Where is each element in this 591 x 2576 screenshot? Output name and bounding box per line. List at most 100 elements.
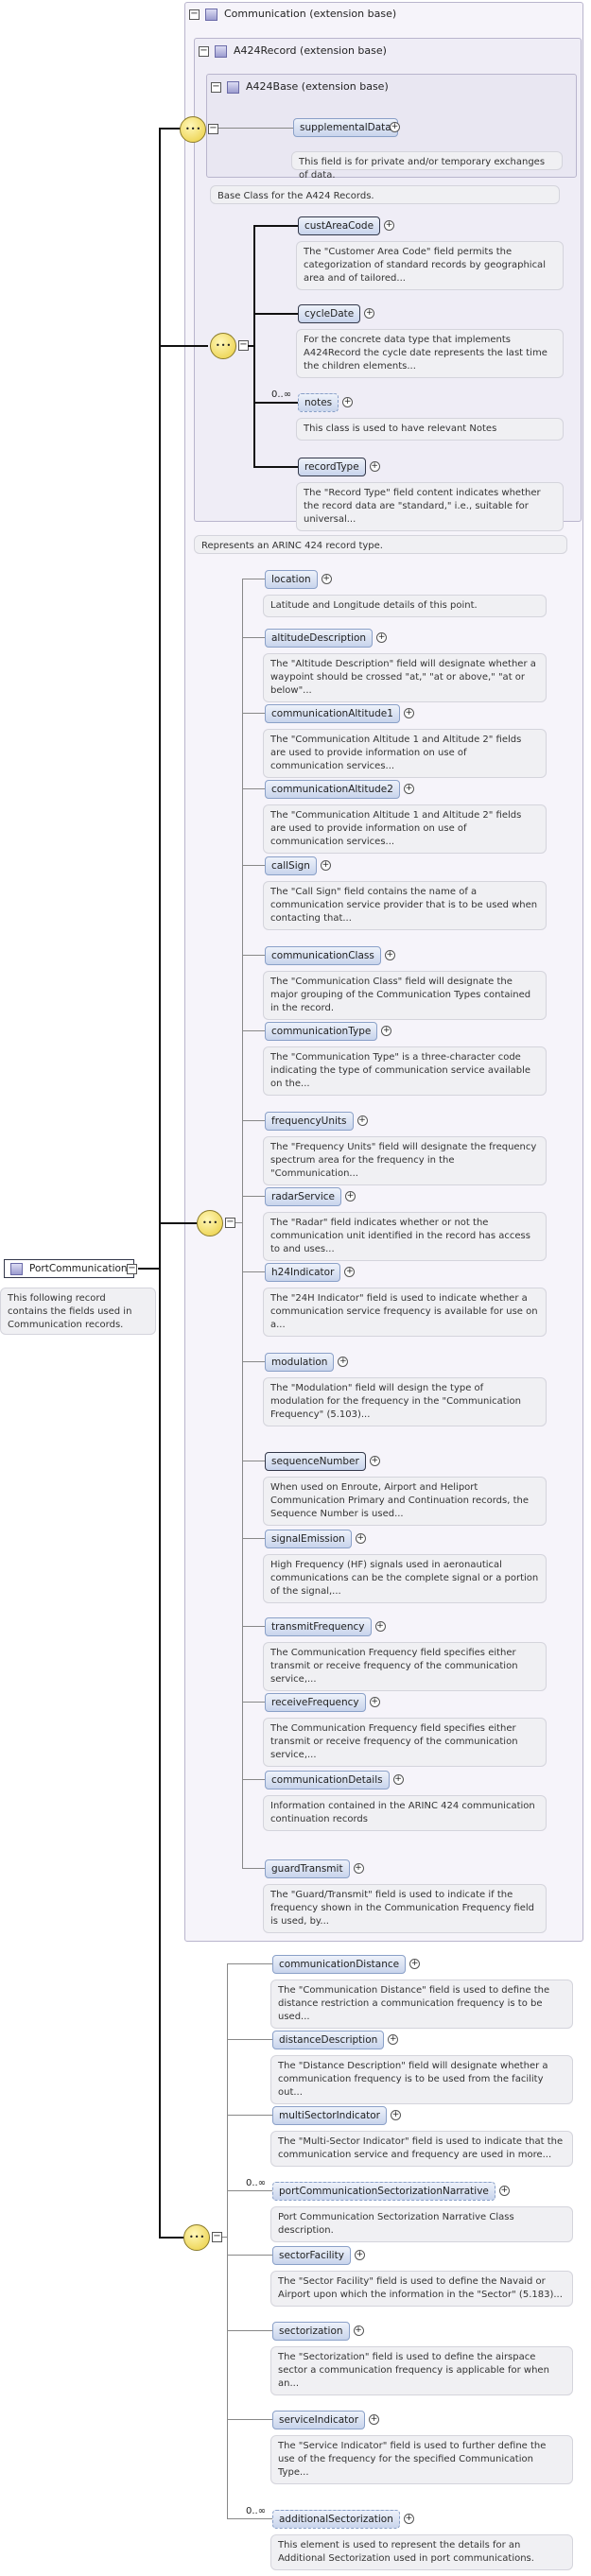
port-communication-element[interactable]: PortCommunication	[4, 1259, 134, 1278]
connector-line	[159, 1222, 197, 1224]
element-communicationClass[interactable]: communicationClass	[265, 946, 381, 965]
element-doc: This class is used to have relevant Note…	[296, 418, 564, 441]
connector-line	[242, 1538, 265, 1539]
element-doc: The "Record Type" field content indicate…	[296, 482, 564, 531]
element-doc: For the concrete data type that implemen…	[296, 329, 564, 378]
occurrence-label: 0..∞	[271, 389, 292, 400]
expand-icon[interactable]: +	[353, 2325, 364, 2336]
expand-icon[interactable]: +	[384, 950, 395, 960]
element-sequenceNumber[interactable]: sequenceNumber	[265, 1452, 366, 1471]
communication-ext-header[interactable]: −Communication (extension base)	[189, 5, 396, 24]
element-receiveFrequency[interactable]: receiveFrequency	[265, 1693, 366, 1712]
element-communicationDetails[interactable]: communicationDetails	[265, 1771, 390, 1789]
expand-icon[interactable]: +	[498, 2186, 510, 2196]
expand-icon[interactable]: +	[338, 1357, 349, 1367]
element-multiSectorIndicator[interactable]: multiSectorIndicator	[272, 2106, 387, 2125]
root-collapse-button[interactable]: −	[127, 1263, 137, 1274]
element-location[interactable]: location	[265, 570, 318, 589]
connector-line	[227, 2039, 272, 2040]
sequence-collapse-button[interactable]: −	[212, 2231, 222, 2242]
expand-icon[interactable]: +	[403, 784, 414, 794]
expand-icon[interactable]: +	[356, 1115, 368, 1126]
expand-icon[interactable]: +	[369, 461, 380, 472]
element-recordType[interactable]: recordType	[298, 458, 366, 476]
connector-line	[227, 2190, 272, 2191]
expand-icon[interactable]: +	[364, 308, 375, 319]
element-callSign[interactable]: callSign	[265, 856, 317, 875]
element-modulation[interactable]: modulation	[265, 1353, 335, 1372]
element-doc: This element is used to represent the de…	[270, 2534, 573, 2570]
element-radarService[interactable]: radarService	[265, 1187, 341, 1206]
expand-icon[interactable]: +	[354, 2250, 365, 2260]
connector-line	[227, 2255, 272, 2256]
collapse-button[interactable]: −	[199, 44, 209, 57]
expand-icon[interactable]: +	[320, 860, 331, 871]
element-distanceDescription[interactable]: distanceDescription	[272, 2031, 385, 2049]
element-transmitFrequency[interactable]: transmitFrequency	[265, 1617, 372, 1636]
expand-icon[interactable]: +	[321, 574, 332, 584]
sequence-compositor-icon: •••	[180, 116, 206, 143]
expand-icon[interactable]: +	[403, 2514, 414, 2524]
element-supplementalData[interactable]: supplementalData	[293, 118, 398, 137]
expand-icon[interactable]: +	[344, 1191, 356, 1202]
element-portCommunicationSectorizationNarrative[interactable]: portCommunicationSectorizationNarrative	[272, 2182, 495, 2201]
element-h24Indicator[interactable]: h24Indicator	[265, 1263, 341, 1282]
root-label: PortCommunication	[29, 1263, 128, 1274]
sequence-collapse-button[interactable]: −	[225, 1217, 235, 1228]
expand-icon[interactable]: +	[376, 632, 388, 643]
element-doc: Latitude and Longitude details of this p…	[263, 595, 547, 617]
element-doc: The "Customer Area Code" field permits t…	[296, 241, 564, 290]
expand-icon[interactable]: +	[388, 2034, 399, 2045]
expand-icon[interactable]: +	[381, 1026, 392, 1036]
expand-icon[interactable]: +	[403, 708, 414, 718]
occurrence-label: 0..∞	[246, 2506, 267, 2516]
connector-line	[248, 345, 253, 347]
element-cycleDate[interactable]: cycleDate	[298, 304, 361, 323]
element-communicationType[interactable]: communicationType	[265, 1022, 378, 1041]
element-doc: The "Sectorization" field is used to def…	[270, 2346, 573, 2395]
expand-icon[interactable]: +	[369, 1456, 380, 1466]
expand-icon[interactable]: +	[344, 1267, 356, 1277]
element-doc: The "Communication Type" is a three-char…	[263, 1046, 547, 1096]
expand-icon[interactable]: +	[409, 1959, 421, 1969]
expand-icon[interactable]: +	[390, 122, 400, 132]
element-guardTransmit[interactable]: guardTransmit	[265, 1859, 350, 1878]
a424base-ext-header[interactable]: −A424Base (extension base)	[211, 78, 389, 96]
element-doc: The "Distance Description" field will de…	[270, 2055, 573, 2104]
expand-icon[interactable]: +	[391, 2110, 401, 2120]
expand-icon[interactable]: +	[342, 397, 354, 407]
connector-line	[227, 2419, 272, 2420]
expand-icon[interactable]: +	[369, 2414, 380, 2425]
collapse-button[interactable]: −	[189, 8, 200, 20]
element-serviceIndicator[interactable]: serviceIndicator	[272, 2411, 366, 2429]
expand-icon[interactable]: +	[384, 220, 395, 231]
root-doc: This following record contains the field…	[0, 1288, 156, 1335]
expand-icon[interactable]: +	[353, 1863, 364, 1874]
element-frequencyUnits[interactable]: frequencyUnits	[265, 1112, 354, 1131]
sequence-compositor-icon: •••	[183, 2224, 210, 2251]
element-sectorFacility[interactable]: sectorFacility	[272, 2246, 351, 2265]
connector-line	[159, 2237, 187, 2239]
element-communicationAltitude1[interactable]: communicationAltitude1	[265, 704, 400, 723]
collapse-button[interactable]: −	[211, 80, 221, 93]
element-sectorization[interactable]: sectorization	[272, 2322, 350, 2341]
element-custAreaCode[interactable]: custAreaCode	[298, 216, 381, 235]
element-additionalSectorization[interactable]: additionalSectorization	[272, 2510, 400, 2529]
connector-line	[242, 1626, 265, 1627]
element-signalEmission[interactable]: signalEmission	[265, 1530, 352, 1548]
connector-line	[227, 1963, 228, 2518]
element-doc: The "Modulation" field will design the t…	[263, 1377, 547, 1426]
expand-icon[interactable]: +	[392, 1774, 404, 1785]
expand-icon[interactable]: +	[355, 1533, 366, 1544]
element-doc: The "Service Indicator" field is used to…	[270, 2435, 573, 2484]
element-communicationDistance[interactable]: communicationDistance	[272, 1955, 407, 1974]
expand-icon[interactable]: +	[369, 1697, 380, 1707]
element-altitudeDescription[interactable]: altitudeDescription	[265, 629, 374, 648]
sequence-collapse-button[interactable]: −	[208, 123, 218, 134]
a424record-ext-header[interactable]: −A424Record (extension base)	[199, 42, 387, 61]
element-notes[interactable]: notes	[298, 393, 339, 412]
expand-icon[interactable]: +	[374, 1621, 386, 1632]
connector-line	[242, 1868, 265, 1869]
element-doc: The "Communication Class" field will des…	[263, 971, 547, 1020]
element-communicationAltitude2[interactable]: communicationAltitude2	[265, 780, 400, 799]
